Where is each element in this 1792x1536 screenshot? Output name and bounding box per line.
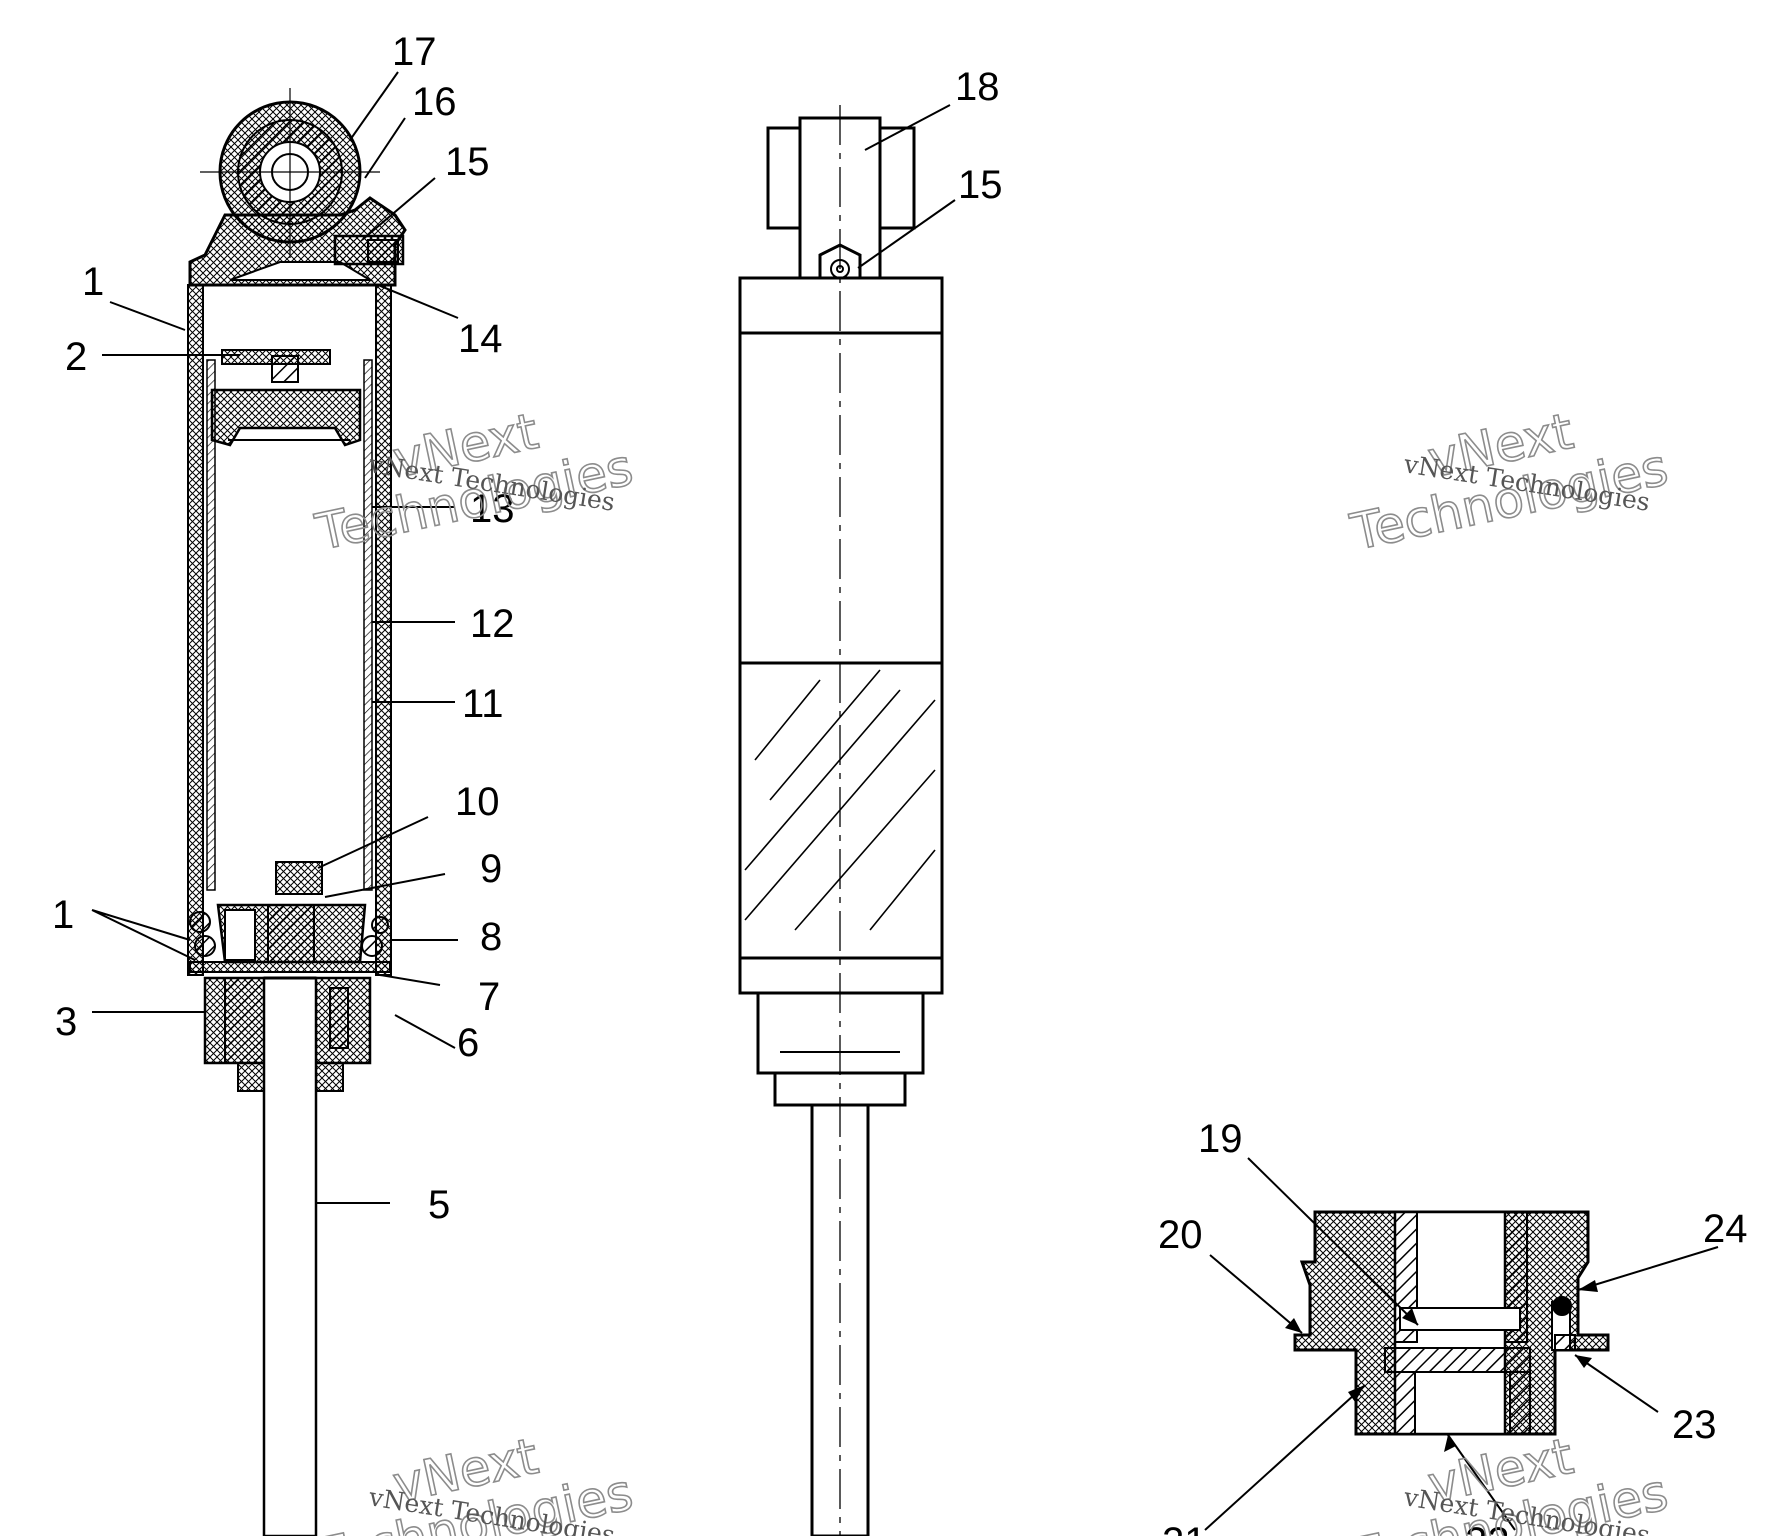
callout-10: 10	[455, 780, 500, 824]
callout-9: 9	[480, 847, 502, 891]
callout-12: 12	[470, 602, 515, 646]
callout-15: 15	[445, 140, 490, 184]
callout-labels: 1 2 1 3 5 6 7 8 9 10 11 12 13 14 15 16 1…	[52, 30, 1748, 1536]
callout-21: 21	[1162, 1520, 1207, 1536]
leader-lines	[91, 71, 1719, 1531]
callout-11: 11	[462, 682, 504, 726]
callout-3: 3	[55, 1000, 77, 1044]
callout-15-exterior: 15	[958, 163, 1003, 207]
callout-14: 14	[458, 317, 503, 361]
callout-13: 13	[470, 487, 515, 531]
callout-19: 19	[1198, 1117, 1243, 1161]
detail-view	[1293, 1210, 1610, 1436]
exterior-view	[738, 105, 944, 1536]
callout-7: 7	[478, 975, 500, 1019]
callout-6: 6	[457, 1021, 479, 1065]
callout-8: 8	[480, 915, 502, 959]
callout-1-lower: 1	[52, 893, 74, 937]
callout-5: 5	[428, 1183, 450, 1227]
callout-16: 16	[412, 80, 457, 124]
callout-22: 22	[1465, 1520, 1510, 1536]
callout-2: 2	[65, 335, 87, 379]
callout-23: 23	[1672, 1403, 1717, 1447]
callout-1: 1	[82, 260, 104, 304]
callout-20: 20	[1158, 1213, 1203, 1257]
callout-18: 18	[955, 65, 1000, 109]
callout-17: 17	[392, 30, 437, 74]
callout-24: 24	[1703, 1207, 1748, 1251]
cross-section-view	[187, 88, 407, 1536]
